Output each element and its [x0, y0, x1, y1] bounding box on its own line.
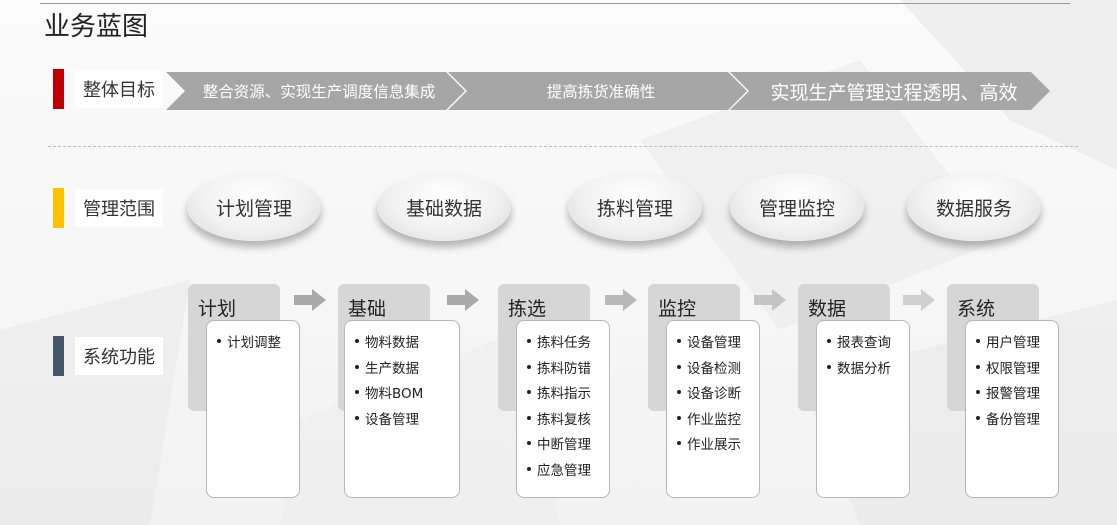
list-item: 设备管理	[667, 331, 759, 357]
list-item: 设备检测	[667, 357, 759, 383]
row-label-goal: 整体目标	[53, 69, 163, 109]
scope-basic-data: 基础数据	[377, 173, 511, 241]
scope-data-service: 数据服务	[907, 173, 1041, 241]
list-item: 备份管理	[966, 408, 1058, 434]
func-title-data: 数据	[808, 298, 847, 320]
blue-marker-bar	[53, 336, 64, 376]
func-card-data: 报表查询 数据分析	[816, 320, 910, 498]
chevron-2	[448, 72, 747, 110]
list-item: 中断管理	[517, 433, 609, 459]
right-arrow-icon	[903, 289, 935, 311]
scope-plan-management: 计划管理	[187, 173, 321, 241]
red-marker-bar	[53, 69, 64, 109]
list-item: 计划调整	[207, 331, 299, 357]
list-item: 设备诊断	[667, 382, 759, 408]
list-item: 作业展示	[667, 433, 759, 459]
chevron-1	[166, 72, 465, 110]
list-item: 物料BOM	[345, 382, 459, 408]
list-item: 生产数据	[345, 357, 459, 383]
goal-2: 提高拣货准确性	[546, 83, 656, 101]
func-title-basic: 基础	[348, 298, 387, 320]
list-item: 权限管理	[966, 357, 1058, 383]
func-title-picking: 拣选	[508, 298, 547, 320]
func-card-monitor: 设备管理 设备检测 设备诊断 作业监控 作业展示	[666, 320, 760, 498]
top-rule	[40, 3, 1070, 4]
scope-picking-management: 拣料管理	[568, 173, 702, 241]
list-item: 拣料任务	[517, 331, 609, 357]
chevron-arrows	[166, 72, 1050, 110]
list-item: 作业监控	[667, 408, 759, 434]
list-item: 应急管理	[517, 459, 609, 485]
func-card-system: 用户管理 权限管理 报警管理 备份管理	[965, 320, 1059, 498]
row-label-scope-text: 管理范围	[75, 189, 163, 227]
list-item: 拣料指示	[517, 382, 609, 408]
yellow-marker-bar	[53, 188, 64, 228]
list-item: 报表查询	[817, 331, 909, 357]
row-label-goal-text: 整体目标	[75, 70, 163, 108]
row-label-scope: 管理范围	[53, 188, 163, 228]
right-arrow-icon	[754, 289, 786, 311]
list-item: 设备管理	[345, 408, 459, 434]
func-card-picking: 拣料任务 拣料防错 拣料指示 拣料复核 中断管理 应急管理	[516, 320, 610, 498]
list-item: 报警管理	[966, 382, 1058, 408]
right-arrow-icon	[294, 289, 326, 311]
dashed-divider	[48, 146, 1078, 147]
right-arrow-icon	[447, 289, 479, 311]
list-item: 用户管理	[966, 331, 1058, 357]
list-item: 物料数据	[345, 331, 459, 357]
func-card-plan: 计划调整	[206, 320, 300, 498]
goal-chevrons: 整合资源、实现生产调度信息集成 提高拣货准确性 实现生产管理过程透明、高效	[166, 72, 1050, 110]
chevron-3	[730, 72, 1050, 110]
goal-1: 整合资源、实现生产调度信息集成	[202, 83, 436, 101]
func-title-system: 系统	[957, 298, 996, 320]
func-title-monitor: 监控	[658, 298, 697, 320]
list-item: 数据分析	[817, 357, 909, 383]
scope-monitoring: 管理监控	[730, 173, 864, 241]
goal-3: 实现生产管理过程透明、高效	[770, 81, 1018, 104]
func-card-basic: 物料数据 生产数据 物料BOM 设备管理	[344, 320, 460, 498]
row-label-function: 系统功能	[53, 336, 163, 376]
list-item: 拣料防错	[517, 357, 609, 383]
right-arrow-icon	[605, 289, 637, 311]
list-item: 拣料复核	[517, 408, 609, 434]
func-title-plan: 计划	[198, 298, 237, 320]
page-title: 业务蓝图	[44, 12, 149, 42]
row-label-function-text: 系统功能	[75, 337, 163, 375]
